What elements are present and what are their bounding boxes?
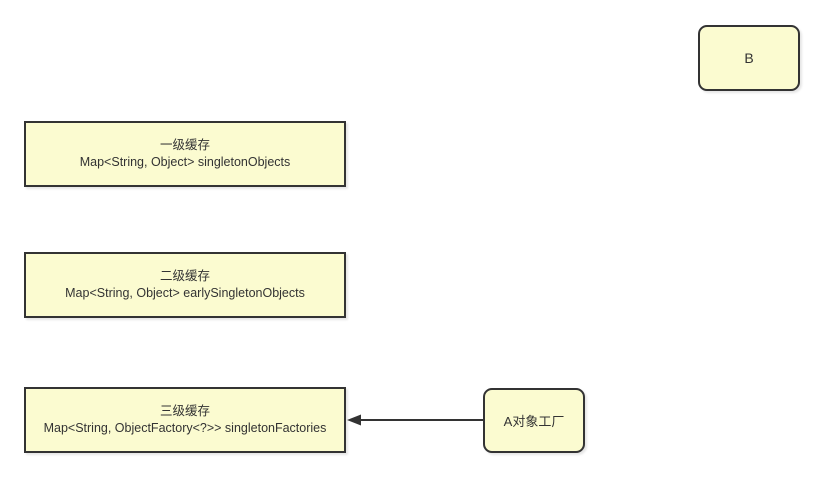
cache-level1-box: 一级缓存 Map<String, Object> singletonObject… [24,121,346,187]
cache-level2-title: 二级缓存 [159,269,210,283]
cache-level2-box: 二级缓存 Map<String, Object> earlySingletonO… [24,252,346,318]
cache-level3-title: 三级缓存 [159,404,210,418]
node-b-label: B [744,50,754,66]
cache-level3-subtitle: Map<String, ObjectFactory<?>> singletonF… [43,421,327,435]
cache-level1-title: 一级缓存 [159,138,210,152]
node-a-factory-label: A对象工厂 [503,414,565,429]
node-a-factory-box: A对象工厂 [483,388,585,453]
cache-level2-subtitle: Map<String, Object> earlySingletonObject… [65,286,305,300]
cache-level3-box: 三级缓存 Map<String, ObjectFactory<?>> singl… [24,387,346,453]
cache-level1-subtitle: Map<String, Object> singletonObjects [79,155,291,169]
arrow-a-factory-to-level3-cache [347,414,484,426]
arrowhead-left-icon [347,414,361,426]
node-b-box: B [698,25,800,91]
